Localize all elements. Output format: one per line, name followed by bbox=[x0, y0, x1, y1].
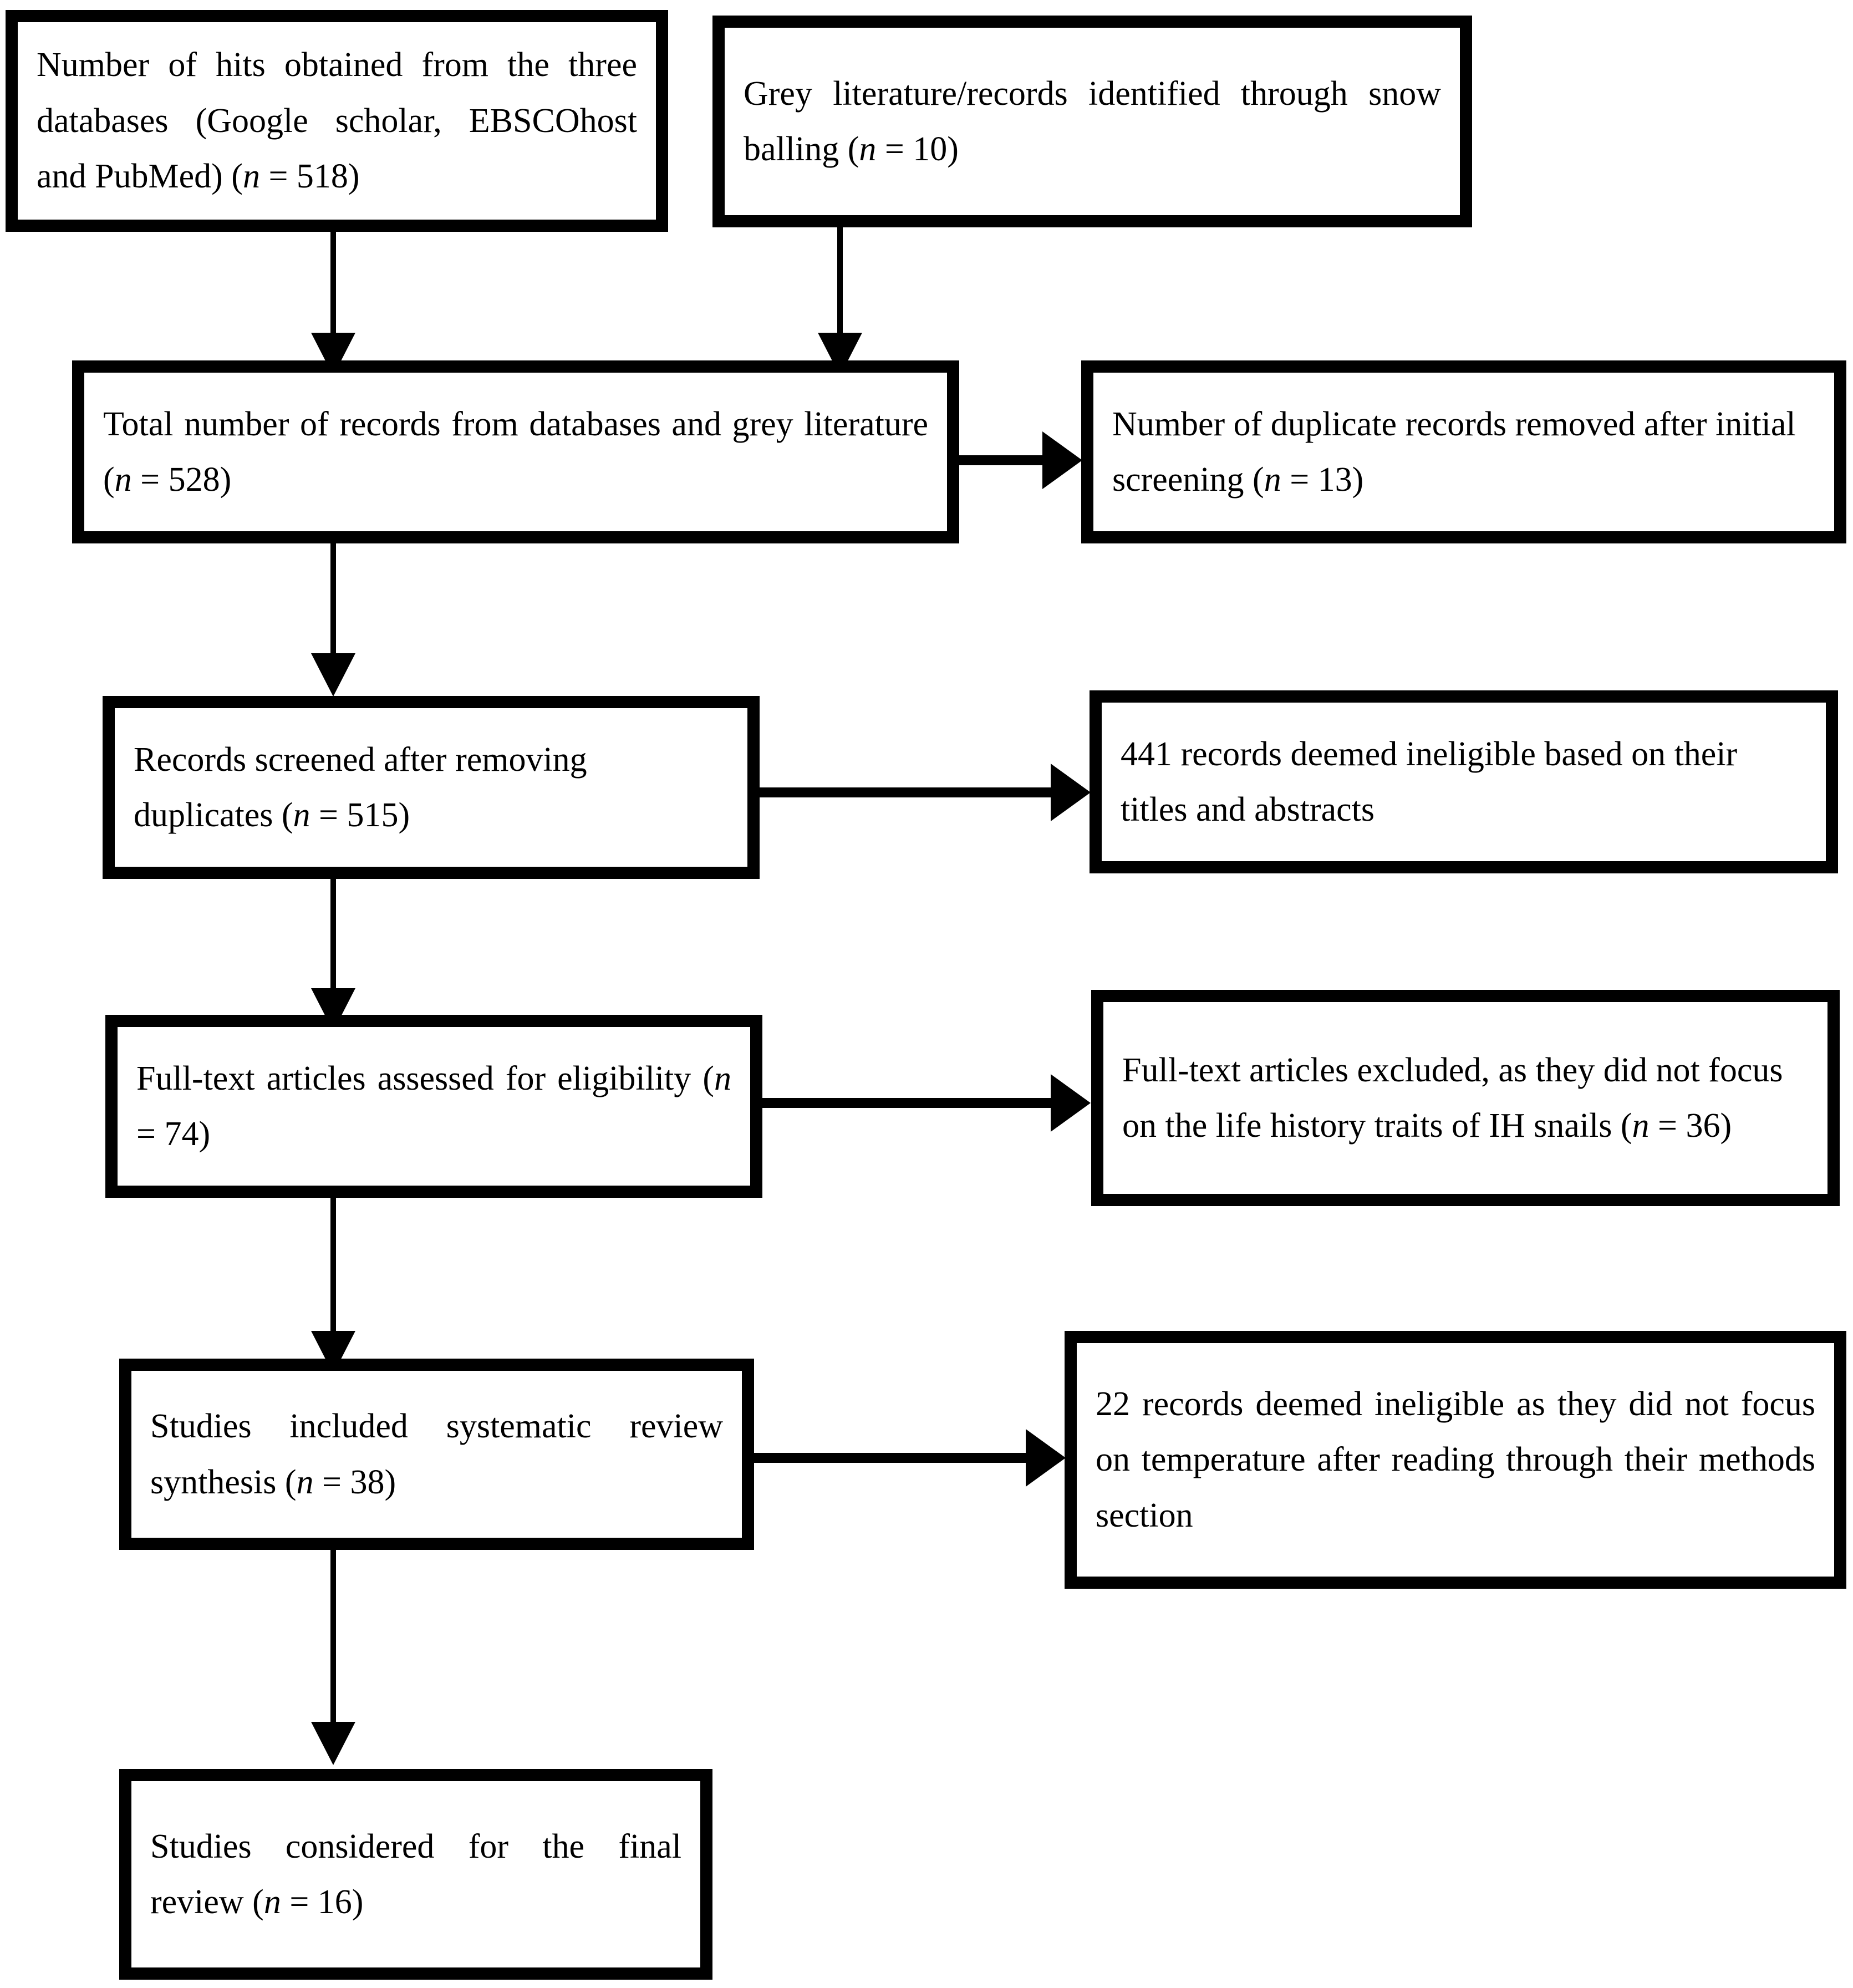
arrow-fulltext-to-included-line bbox=[330, 1198, 336, 1336]
ineligible-title-abstract-box[interactable]: 441 records deemed ineligible based on t… bbox=[1090, 690, 1838, 873]
arrow-total-to-duplicates-line bbox=[959, 455, 1051, 465]
studies-final-text: Studies considered for the final review … bbox=[150, 1827, 681, 1921]
arrow-databases-to-total-line bbox=[330, 232, 336, 344]
fulltext-excluded-text: Full-text articles excluded, as they did… bbox=[1122, 1051, 1783, 1145]
duplicates-removed-box[interactable]: Number of duplicate records removed afte… bbox=[1081, 360, 1846, 543]
ineligible-title-abstract-text: 441 records deemed ineligible based on t… bbox=[1121, 735, 1738, 828]
arrow-grey-to-total-line bbox=[837, 227, 843, 344]
grey-literature-box[interactable]: Grey literature/records identified throu… bbox=[712, 16, 1472, 227]
arrow-fulltext-to-excluded-line bbox=[762, 1098, 1053, 1108]
grey-literature-text: Grey literature/records identified throu… bbox=[744, 74, 1441, 168]
arrow-included-to-final-head bbox=[311, 1722, 355, 1765]
arrow-total-to-screened-line bbox=[330, 543, 336, 654]
arrow-included-to-temperature-head bbox=[1026, 1429, 1066, 1487]
arrow-fulltext-to-excluded-head bbox=[1051, 1074, 1091, 1132]
arrow-total-to-screened-head bbox=[311, 653, 355, 696]
arrow-included-to-temperature-line bbox=[754, 1453, 1031, 1463]
arrow-included-to-final-line bbox=[330, 1550, 336, 1727]
total-records-text: Total number of records from databases a… bbox=[103, 405, 928, 499]
fulltext-excluded-box[interactable]: Full-text articles excluded, as they did… bbox=[1091, 990, 1840, 1206]
ineligible-temperature-box[interactable]: 22 records deemed ineligible as they did… bbox=[1065, 1331, 1846, 1589]
arrow-screened-to-ineligible-line bbox=[760, 787, 1053, 797]
records-screened-box[interactable]: Records screened after removing duplicat… bbox=[103, 696, 760, 879]
arrow-screened-to-ineligible-head bbox=[1051, 764, 1091, 821]
fulltext-assessed-box[interactable]: Full-text articles assessed for eligibil… bbox=[105, 1015, 762, 1198]
databases-hits-box[interactable]: Number of hits obtained from the three d… bbox=[6, 10, 668, 232]
arrow-screened-to-fulltext-line bbox=[330, 879, 336, 993]
ineligible-temperature-text: 22 records deemed ineligible as they did… bbox=[1096, 1385, 1815, 1534]
studies-included-text: Studies included systematic review synth… bbox=[150, 1407, 723, 1501]
studies-final-box[interactable]: Studies considered for the final review … bbox=[119, 1769, 712, 1980]
studies-included-box[interactable]: Studies included systematic review synth… bbox=[119, 1359, 754, 1550]
arrow-total-to-duplicates-head bbox=[1042, 431, 1082, 489]
total-records-box[interactable]: Total number of records from databases a… bbox=[72, 360, 959, 543]
records-screened-text: Records screened after removing duplicat… bbox=[134, 740, 587, 834]
fulltext-assessed-text: Full-text articles assessed for eligibil… bbox=[136, 1059, 731, 1153]
databases-hits-text: Number of hits obtained from the three d… bbox=[37, 46, 637, 196]
duplicates-removed-text: Number of duplicate records removed afte… bbox=[1112, 405, 1796, 499]
